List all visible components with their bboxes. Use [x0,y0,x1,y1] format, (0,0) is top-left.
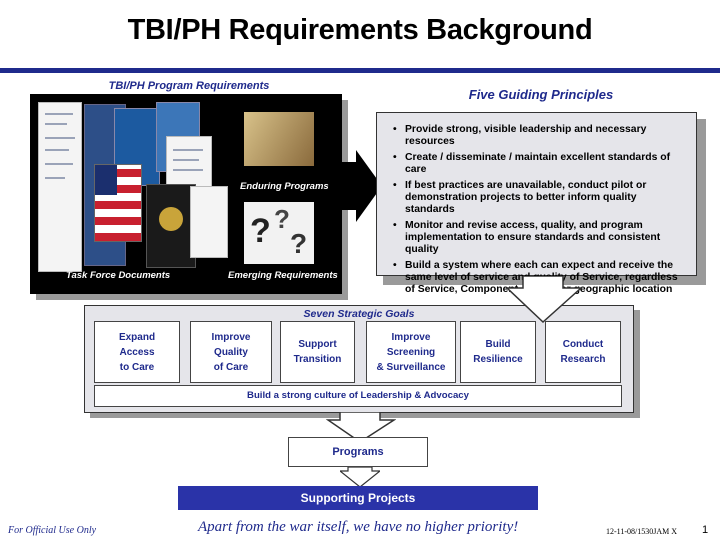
goal-label: Expand Access to Care [118,331,156,373]
goal-label: Conduct Research [560,339,606,365]
date-code: 12-11-08/1530JAM X [606,527,678,536]
goal-improve-quality: Improve Quality of Care [190,321,272,383]
emerging-requirements-caption: Emerging Requirements [228,270,338,281]
question-marks-image: ? ? ? [244,202,314,264]
task-force-documents-caption: Task Force Documents [66,270,171,281]
program-requirements-heading: TBI/PH Program Requirements [108,80,270,92]
soldier-silhouette-image [244,112,314,166]
goal-label: Improve Screening & Surveillance [376,331,446,373]
goal-improve-screening: Improve Screening & Surveillance [366,321,456,383]
goal-label: Improve Quality of Care [211,331,251,373]
flag-image [94,164,142,242]
goal-label: Support Transition [293,339,342,365]
strategic-goals-heading: Seven Strategic Goals [303,308,415,320]
title-divider [0,68,720,73]
down-arrow-icon [326,412,396,443]
programs-box: Programs [288,437,428,467]
right-arrow-icon [334,150,382,222]
page-number: 1 [702,524,709,536]
principle-item: If best practices are unavailable, condu… [391,180,684,216]
report-cover-image [146,184,196,268]
classification-label: For Official Use Only [8,525,97,536]
footer-tagline: Apart from the war itself, we have no hi… [198,519,519,535]
down-arrow-icon [505,276,583,324]
principle-item: Monitor and revise access, quality, and … [391,220,684,256]
document-image [38,102,82,272]
goal-build-resilience: Build Resilience [460,321,536,383]
document-image [190,186,228,258]
guiding-principles-heading: Five Guiding Principles [468,87,614,102]
supporting-projects-bar: Supporting Projects [178,486,538,510]
goal-label: Build Resilience [473,339,523,365]
enduring-programs-caption: Enduring Programs [240,181,329,192]
down-arrow-icon [340,467,380,488]
goal-conduct-research: Conduct Research [545,321,621,383]
guiding-principles-box: Provide strong, visible leadership and n… [376,112,697,295]
program-requirements-panel: ? ? ? Enduring Programs Task Force Docum… [30,94,342,294]
goal-expand-access: Expand Access to Care [94,321,180,383]
culture-banner: Build a strong culture of Leadership & A… [94,385,622,407]
goal-support-transition: Support Transition [280,321,355,383]
principle-item: Create / disseminate / maintain excellen… [391,152,684,176]
guiding-principles-list: Provide strong, visible leadership and n… [391,124,684,296]
page-title: TBI/PH Requirements Background [127,14,593,46]
principle-item: Provide strong, visible leadership and n… [391,124,684,148]
